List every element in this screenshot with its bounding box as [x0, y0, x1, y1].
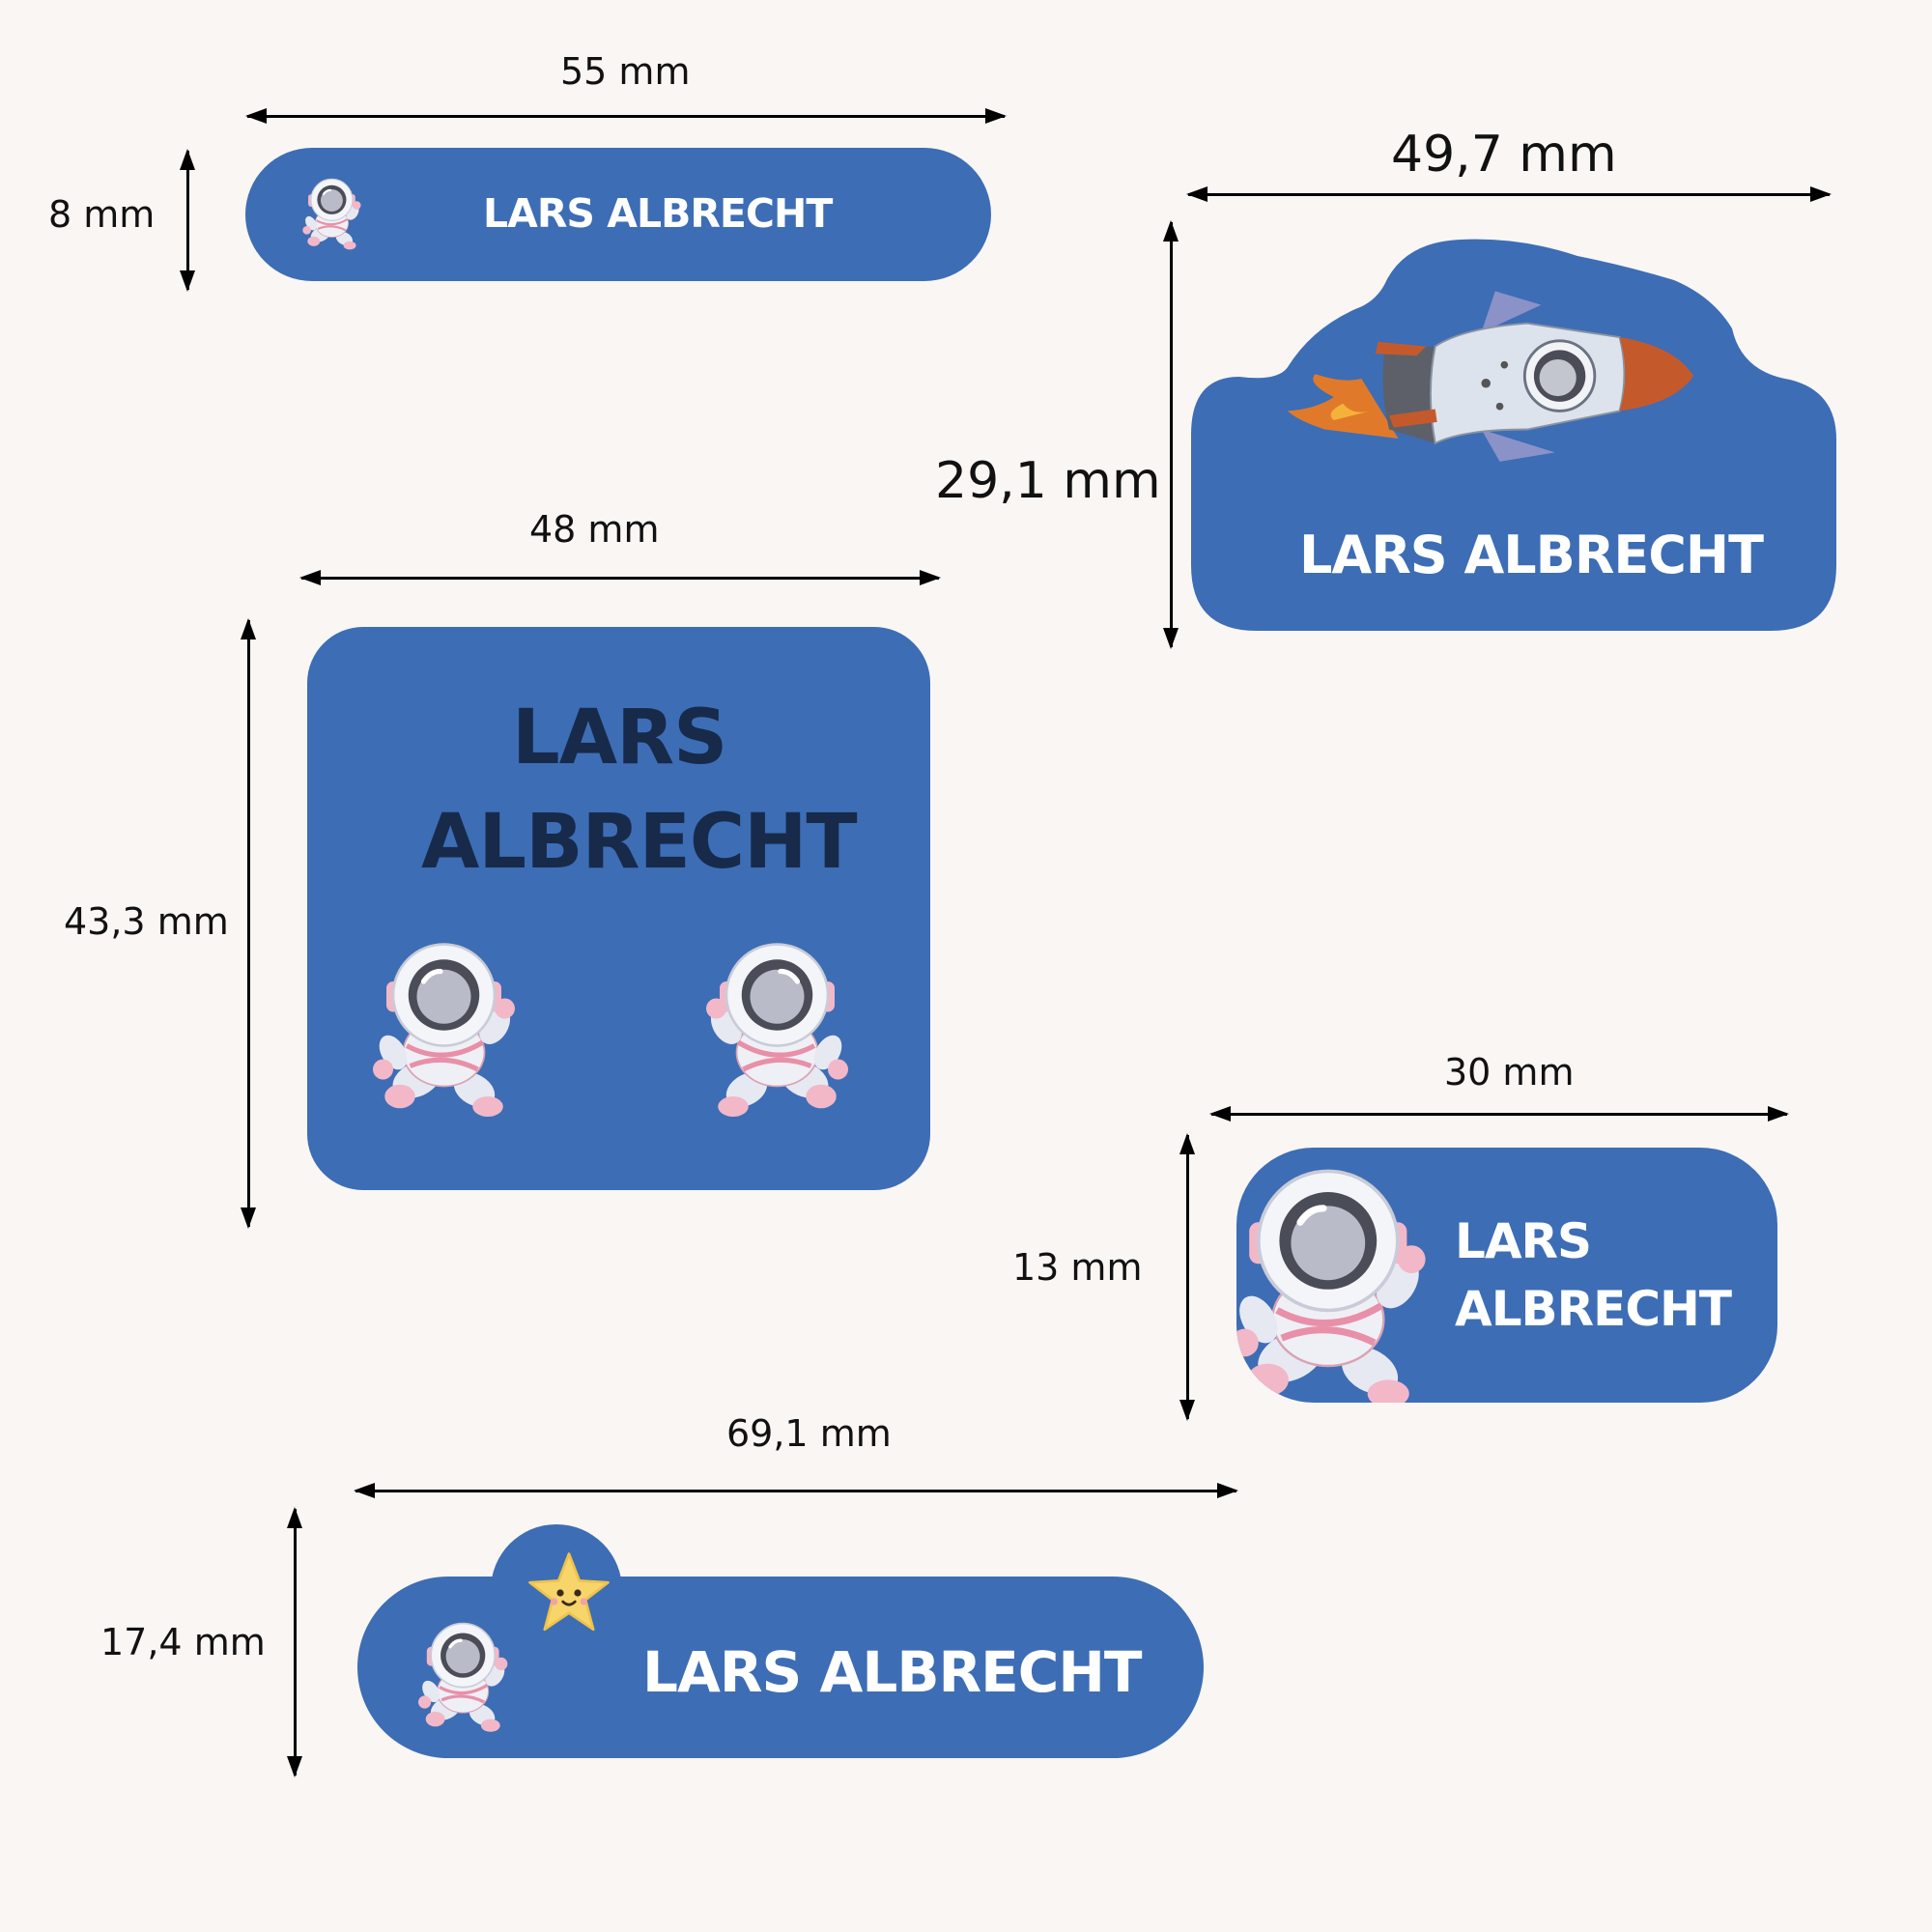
height-arrow-label-5 [287, 1507, 302, 1777]
astronaut-icon [694, 934, 867, 1137]
label-3-last-name: ALBRECHT [421, 799, 858, 886]
width-arrow-label-5 [354, 1483, 1238, 1498]
height-arrow-label-2 [1163, 220, 1179, 649]
name-label-55mm: LARS ALBRECHT [245, 148, 991, 281]
label-2-shape [1191, 239, 1836, 631]
name-label-49-7mm [1191, 239, 1836, 631]
astronaut-icon [354, 934, 527, 1137]
height-arrow-label-3 [241, 618, 256, 1229]
height-arrow-label-4 [1179, 1133, 1195, 1421]
label-5-name: LARS ALBRECHT [642, 1639, 1142, 1705]
dimension-width-label-4: 30 mm [1444, 1051, 1575, 1094]
name-label-30mm: LARS ALBRECHT [1236, 1148, 1777, 1403]
dimension-height-label-4: 13 mm [1012, 1246, 1143, 1289]
dimension-width-label-3: 48 mm [529, 508, 660, 551]
width-arrow-label-4 [1209, 1106, 1789, 1122]
astronaut-icon [1236, 1157, 1439, 1403]
dimension-height-label-3: 43,3 mm [64, 900, 229, 943]
label-2-name: LARS ALBRECHT [1299, 525, 1764, 585]
name-label-48mm: LARS ALBRECHT [307, 627, 930, 1190]
label-3-first-name: LARS [512, 695, 727, 781]
dimension-height-label-5: 17,4 mm [100, 1621, 266, 1663]
width-arrow-label-2 [1186, 186, 1832, 202]
width-arrow-label-1 [245, 108, 1007, 124]
label-4-last-name: ALBRECHT [1455, 1281, 1732, 1337]
label-4-first-name: LARS [1455, 1213, 1592, 1269]
height-arrow-label-1 [180, 149, 195, 292]
width-arrow-label-3 [299, 570, 941, 585]
name-label-69-1mm [357, 1524, 1204, 1758]
dimension-width-label-1: 55 mm [560, 50, 691, 93]
label-1-name: LARS ALBRECHT [483, 190, 833, 237]
dimension-width-label-5: 69,1 mm [726, 1412, 892, 1455]
dimension-width-label-2: 49,7 mm [1391, 126, 1617, 184]
astronaut-icon [296, 175, 365, 258]
dimension-height-label-1: 8 mm [48, 193, 156, 236]
dimension-height-label-2: 29,1 mm [935, 452, 1161, 510]
